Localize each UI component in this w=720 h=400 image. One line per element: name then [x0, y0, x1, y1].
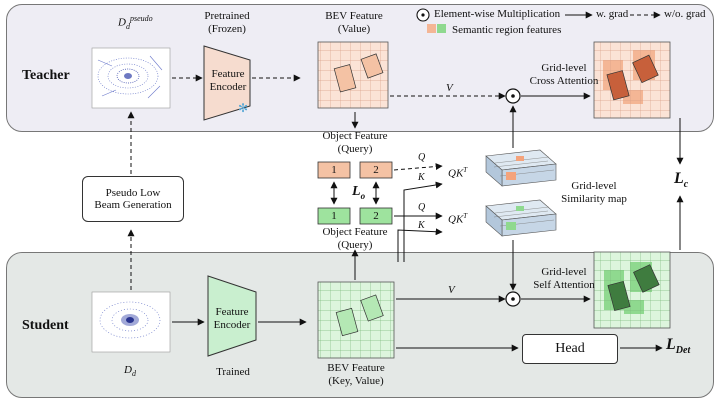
similarity-map-caption: Grid-level Similarity map	[561, 180, 627, 205]
teacher-label: Teacher	[22, 68, 70, 83]
student-label: Student	[22, 318, 69, 333]
teacher-encoder-caption: Pretrained (Frozen)	[204, 10, 250, 35]
teacher-object-cells	[317, 161, 393, 179]
q-label-teacher: Q	[418, 152, 426, 163]
student-similarity-map	[485, 199, 557, 237]
teacher-object-cell-1: 1	[331, 164, 337, 176]
student-v-label: V	[448, 284, 455, 296]
teacher-object-feature-caption: Object Feature (Query)	[322, 130, 388, 155]
student-object-cell-1: 1	[331, 210, 337, 222]
teacher-v-label: V	[446, 82, 453, 94]
teacher-bev-grid	[317, 41, 389, 109]
student-trained-caption: Trained	[216, 366, 250, 378]
student-object-cell-2: 2	[373, 210, 379, 222]
lc-loss-label: Lc	[674, 170, 689, 191]
student-encoder-shape	[207, 275, 257, 357]
student-input-label: Dd	[124, 364, 136, 379]
cross-attention-caption: Grid-level Cross Attention	[529, 62, 599, 87]
pseudo-low-beam-box: Pseudo Low Beam Generation	[82, 176, 184, 222]
teacher-encoder-shape	[203, 45, 251, 121]
legend-grad: w. grad	[596, 8, 629, 20]
qkt-label-teacher: QKT	[448, 166, 468, 180]
teacher-encoder-label: Feature Encoder	[209, 68, 247, 93]
student-pointcloud-image	[91, 291, 171, 353]
head-box: Head	[522, 334, 618, 364]
multiply-icon-teacher	[505, 88, 521, 104]
student-object-cells	[317, 207, 393, 225]
student-self-attention-grid	[593, 251, 671, 329]
legend-symbols	[416, 8, 661, 33]
teacher-bev-caption: BEV Feature (Value)	[325, 10, 383, 35]
q-label-student: Q	[418, 202, 426, 213]
teacher-object-cell-2: 2	[373, 164, 379, 176]
teacher-input-label: Ddpseudo	[118, 14, 153, 31]
multiply-icon-student	[505, 291, 521, 307]
teacher-cross-attention-grid	[593, 41, 671, 119]
self-attention-caption: Grid-level Self Attention	[533, 266, 595, 291]
legend-semantic: Semantic region features	[452, 24, 562, 36]
legend-no-grad: w/o. grad	[664, 8, 706, 20]
student-bev-grid	[317, 281, 395, 359]
ldet-loss-label: LDet	[666, 336, 691, 357]
k-label-student: K	[418, 220, 425, 231]
teacher-pointcloud-image	[91, 47, 171, 109]
snowflake-icon: ✻	[238, 101, 248, 115]
qkt-label-student: QKT	[448, 212, 468, 226]
student-bev-caption: BEV Feature (Key, Value)	[327, 362, 385, 387]
lo-loss-label: Lo	[352, 184, 366, 201]
student-encoder-label: Feature Encoder	[213, 306, 251, 331]
legend-multiplication: Element-wise Multiplication	[434, 8, 561, 20]
k-label-teacher: K	[418, 172, 425, 183]
teacher-similarity-map	[485, 149, 557, 187]
student-object-feature-caption: Object Feature (Query)	[322, 226, 388, 251]
